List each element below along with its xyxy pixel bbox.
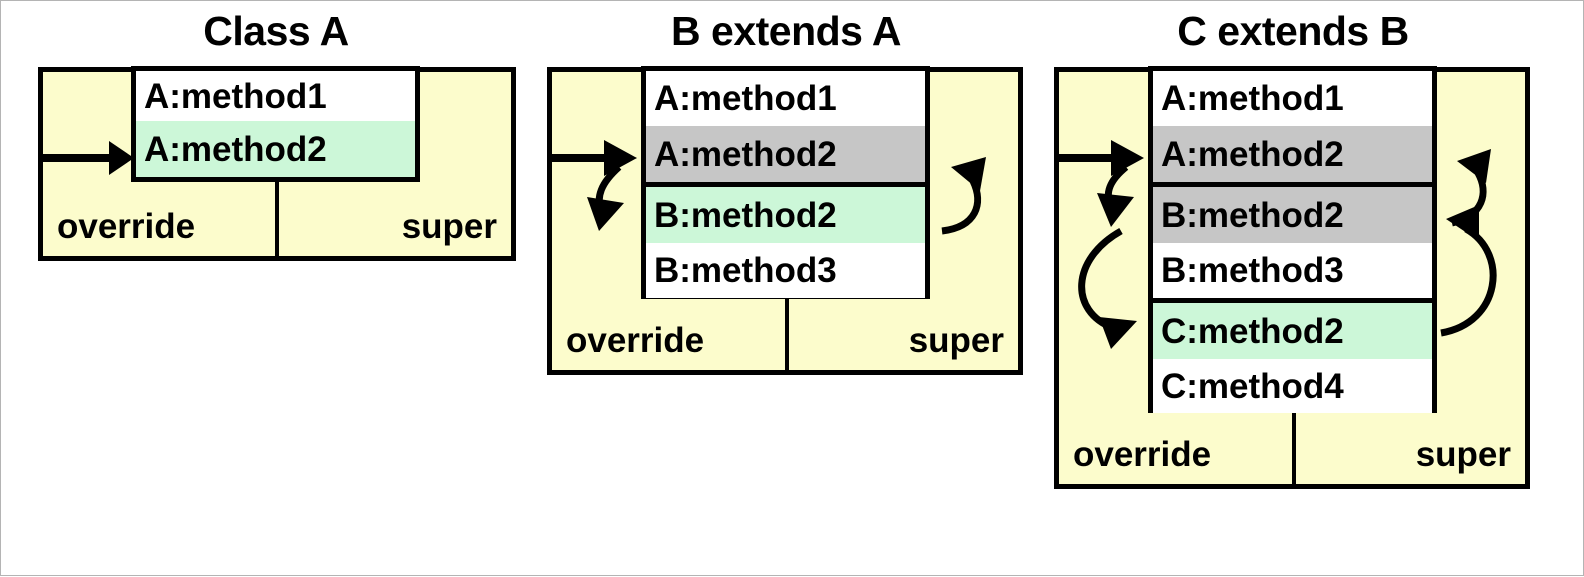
- footer-label-override-class-a: override: [57, 207, 196, 246]
- footer-label-super-c-extends-b: super: [1415, 435, 1511, 474]
- method-row[interactable]: B:method2: [1153, 187, 1432, 243]
- footer-divider-c-extends-b: [1292, 411, 1296, 485]
- footer-label-override-c-extends-b: override: [1073, 435, 1212, 474]
- footer-label-override-b-extends-a: override: [566, 321, 705, 360]
- method-row[interactable]: B:method3: [1153, 243, 1432, 298]
- footer-label-super-b-extends-a: super: [908, 321, 1004, 360]
- method-row[interactable]: A:method1: [136, 71, 415, 121]
- panel-title-class-a: Class A: [203, 8, 349, 54]
- method-row[interactable]: B:method3: [646, 243, 925, 298]
- method-group-b: B:method2 B:method3: [1153, 182, 1432, 298]
- method-row[interactable]: B:method2: [646, 187, 925, 243]
- method-group-b: B:method2 B:method3: [646, 182, 925, 298]
- panel-title-c-extends-b: C extends B: [1177, 8, 1409, 54]
- method-group-a: A:method1 A:method2: [646, 71, 925, 182]
- method-group-a: A:method1 A:method2: [1153, 71, 1432, 182]
- method-table-class-a: A:method1 A:method2: [131, 66, 420, 182]
- method-group-c: C:method2 C:method4: [1153, 298, 1432, 413]
- footer-divider-class-a: [275, 181, 279, 257]
- method-row[interactable]: A:method2: [136, 121, 415, 177]
- method-row[interactable]: C:method4: [1153, 359, 1432, 413]
- method-row[interactable]: A:method1: [1153, 71, 1432, 126]
- method-table-c-extends-b: A:method1 A:method2 B:method2 B:method3 …: [1148, 66, 1437, 413]
- method-row[interactable]: A:method1: [646, 71, 925, 126]
- method-group-a: A:method1 A:method2: [136, 71, 415, 177]
- method-row[interactable]: A:method2: [646, 126, 925, 182]
- method-row[interactable]: A:method2: [1153, 126, 1432, 182]
- method-row[interactable]: C:method2: [1153, 303, 1432, 359]
- panel-title-b-extends-a: B extends A: [671, 8, 901, 54]
- footer-divider-b-extends-a: [785, 297, 789, 371]
- footer-label-super-class-a: super: [401, 207, 497, 246]
- method-table-b-extends-a: A:method1 A:method2 B:method2 B:method3: [641, 66, 930, 299]
